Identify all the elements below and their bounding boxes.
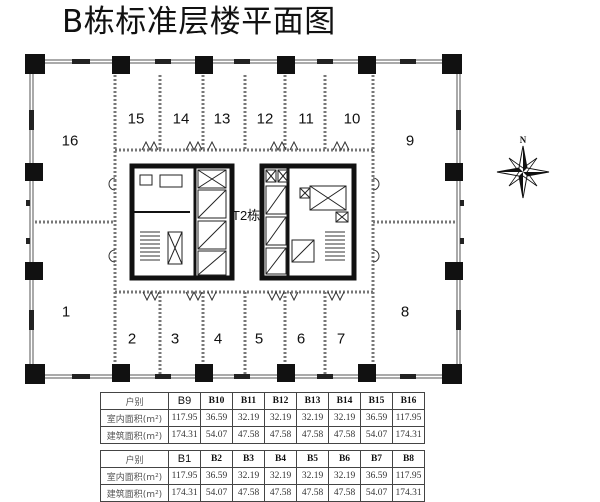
value-cell: 36.59 [200,467,233,485]
value-cell: 32.19 [264,409,297,427]
unit-cell: B7 [360,450,393,468]
unit-cell: B12 [264,392,297,410]
value-cell: 47.58 [232,484,265,502]
unit-cell: B9 [168,392,201,410]
row-label: 室内面积(m²) [100,409,169,427]
door-swings [108,140,380,302]
value-cell: 32.19 [296,467,329,485]
row-label: 建筑面积(m²) [100,426,169,444]
room-number-11: 11 [298,110,314,128]
unit-cell: B3 [232,450,265,468]
value-cell: 32.19 [232,409,265,427]
value-cell: 47.58 [232,426,265,444]
room-number-14: 14 [172,110,190,128]
room-number-8: 8 [400,303,410,321]
core-left [129,163,235,281]
value-cell: 54.07 [200,426,233,444]
value-cell: 174.31 [168,484,201,502]
unit-cell: B1 [168,450,201,468]
table-row: 室内面积(m²) 117.95 36.59 32.19 32.19 32.19 … [100,467,425,485]
unit-cell: B11 [232,392,265,410]
compass-rose-icon [496,145,550,199]
structural-columns [25,54,463,384]
room-number-5: 5 [254,330,264,348]
table-row: 建筑面积(m²) 174.31 54.07 47.58 47.58 47.58 … [100,484,425,502]
value-cell: 47.58 [328,484,361,502]
value-cell: 117.95 [168,409,201,427]
core-right [259,163,357,281]
value-cell: 117.95 [392,467,425,485]
window-segments [26,59,464,379]
header-label: 户别 [100,392,169,410]
value-cell: 174.31 [392,484,425,502]
unit-cell: B16 [392,392,425,410]
core-label: T2栋 [232,208,261,223]
room-number-3: 3 [170,330,180,348]
value-cell: 32.19 [328,467,361,485]
partition-lines [35,75,457,374]
room-number-6: 6 [296,330,306,348]
room-number-4: 4 [213,330,223,348]
row-label: 室内面积(m²) [100,467,169,485]
value-cell: 36.59 [360,467,393,485]
unit-cell: B10 [200,392,233,410]
value-cell: 47.58 [328,426,361,444]
value-cell: 36.59 [360,409,393,427]
value-cell: 47.58 [296,426,329,444]
value-cell: 32.19 [232,467,265,485]
room-number-13: 13 [213,110,231,128]
value-cell: 32.19 [264,467,297,485]
table-row: 建筑面积(m²) 174.31 54.07 47.58 47.58 47.58 … [100,426,425,444]
page-title: B栋标准层楼平面图 [62,4,336,40]
unit-cell: B2 [200,450,233,468]
room-number-12: 12 [256,110,274,128]
value-cell: 47.58 [264,426,297,444]
room-number-7: 7 [336,330,346,348]
value-cell: 54.07 [360,426,393,444]
value-cell: 174.31 [392,426,425,444]
unit-cell: B8 [392,450,425,468]
unit-cell: B14 [328,392,361,410]
room-number-10: 10 [343,110,361,128]
floor-plan [25,54,550,384]
unit-cell: B6 [328,450,361,468]
room-number-1: 1 [61,303,71,321]
table-row: 室内面积(m²) 117.95 36.59 32.19 32.19 32.19 … [100,409,425,427]
value-cell: 36.59 [200,409,233,427]
header-label: 户别 [100,450,169,468]
room-number-2: 2 [127,330,137,348]
value-cell: 32.19 [296,409,329,427]
unit-cell: B15 [360,392,393,410]
unit-area-table-b1-b8: 户别 B1 B2 B3 B4 B5 B6 B7 B8 室内面积(m²) 117.… [100,450,425,502]
table-header-row: 户别 B1 B2 B3 B4 B5 B6 B7 B8 [100,450,425,468]
value-cell: 32.19 [328,409,361,427]
room-number-15: 15 [127,110,145,128]
value-cell: 54.07 [360,484,393,502]
room-number-9: 9 [405,132,415,150]
table-header-row: 户别 B9 B10 B11 B12 B13 B14 B15 B16 [100,392,425,410]
value-cell: 47.58 [264,484,297,502]
value-cell: 47.58 [296,484,329,502]
value-cell: 117.95 [168,467,201,485]
unit-cell: B5 [296,450,329,468]
compass-north-label: N [519,135,527,145]
unit-cell: B4 [264,450,297,468]
unit-area-table-b9-b16: 户别 B9 B10 B11 B12 B13 B14 B15 B16 室内面积(m… [100,392,425,444]
room-number-16: 16 [61,132,79,150]
row-label: 建筑面积(m²) [100,484,169,502]
value-cell: 174.31 [168,426,201,444]
value-cell: 117.95 [392,409,425,427]
value-cell: 54.07 [200,484,233,502]
unit-cell: B13 [296,392,329,410]
